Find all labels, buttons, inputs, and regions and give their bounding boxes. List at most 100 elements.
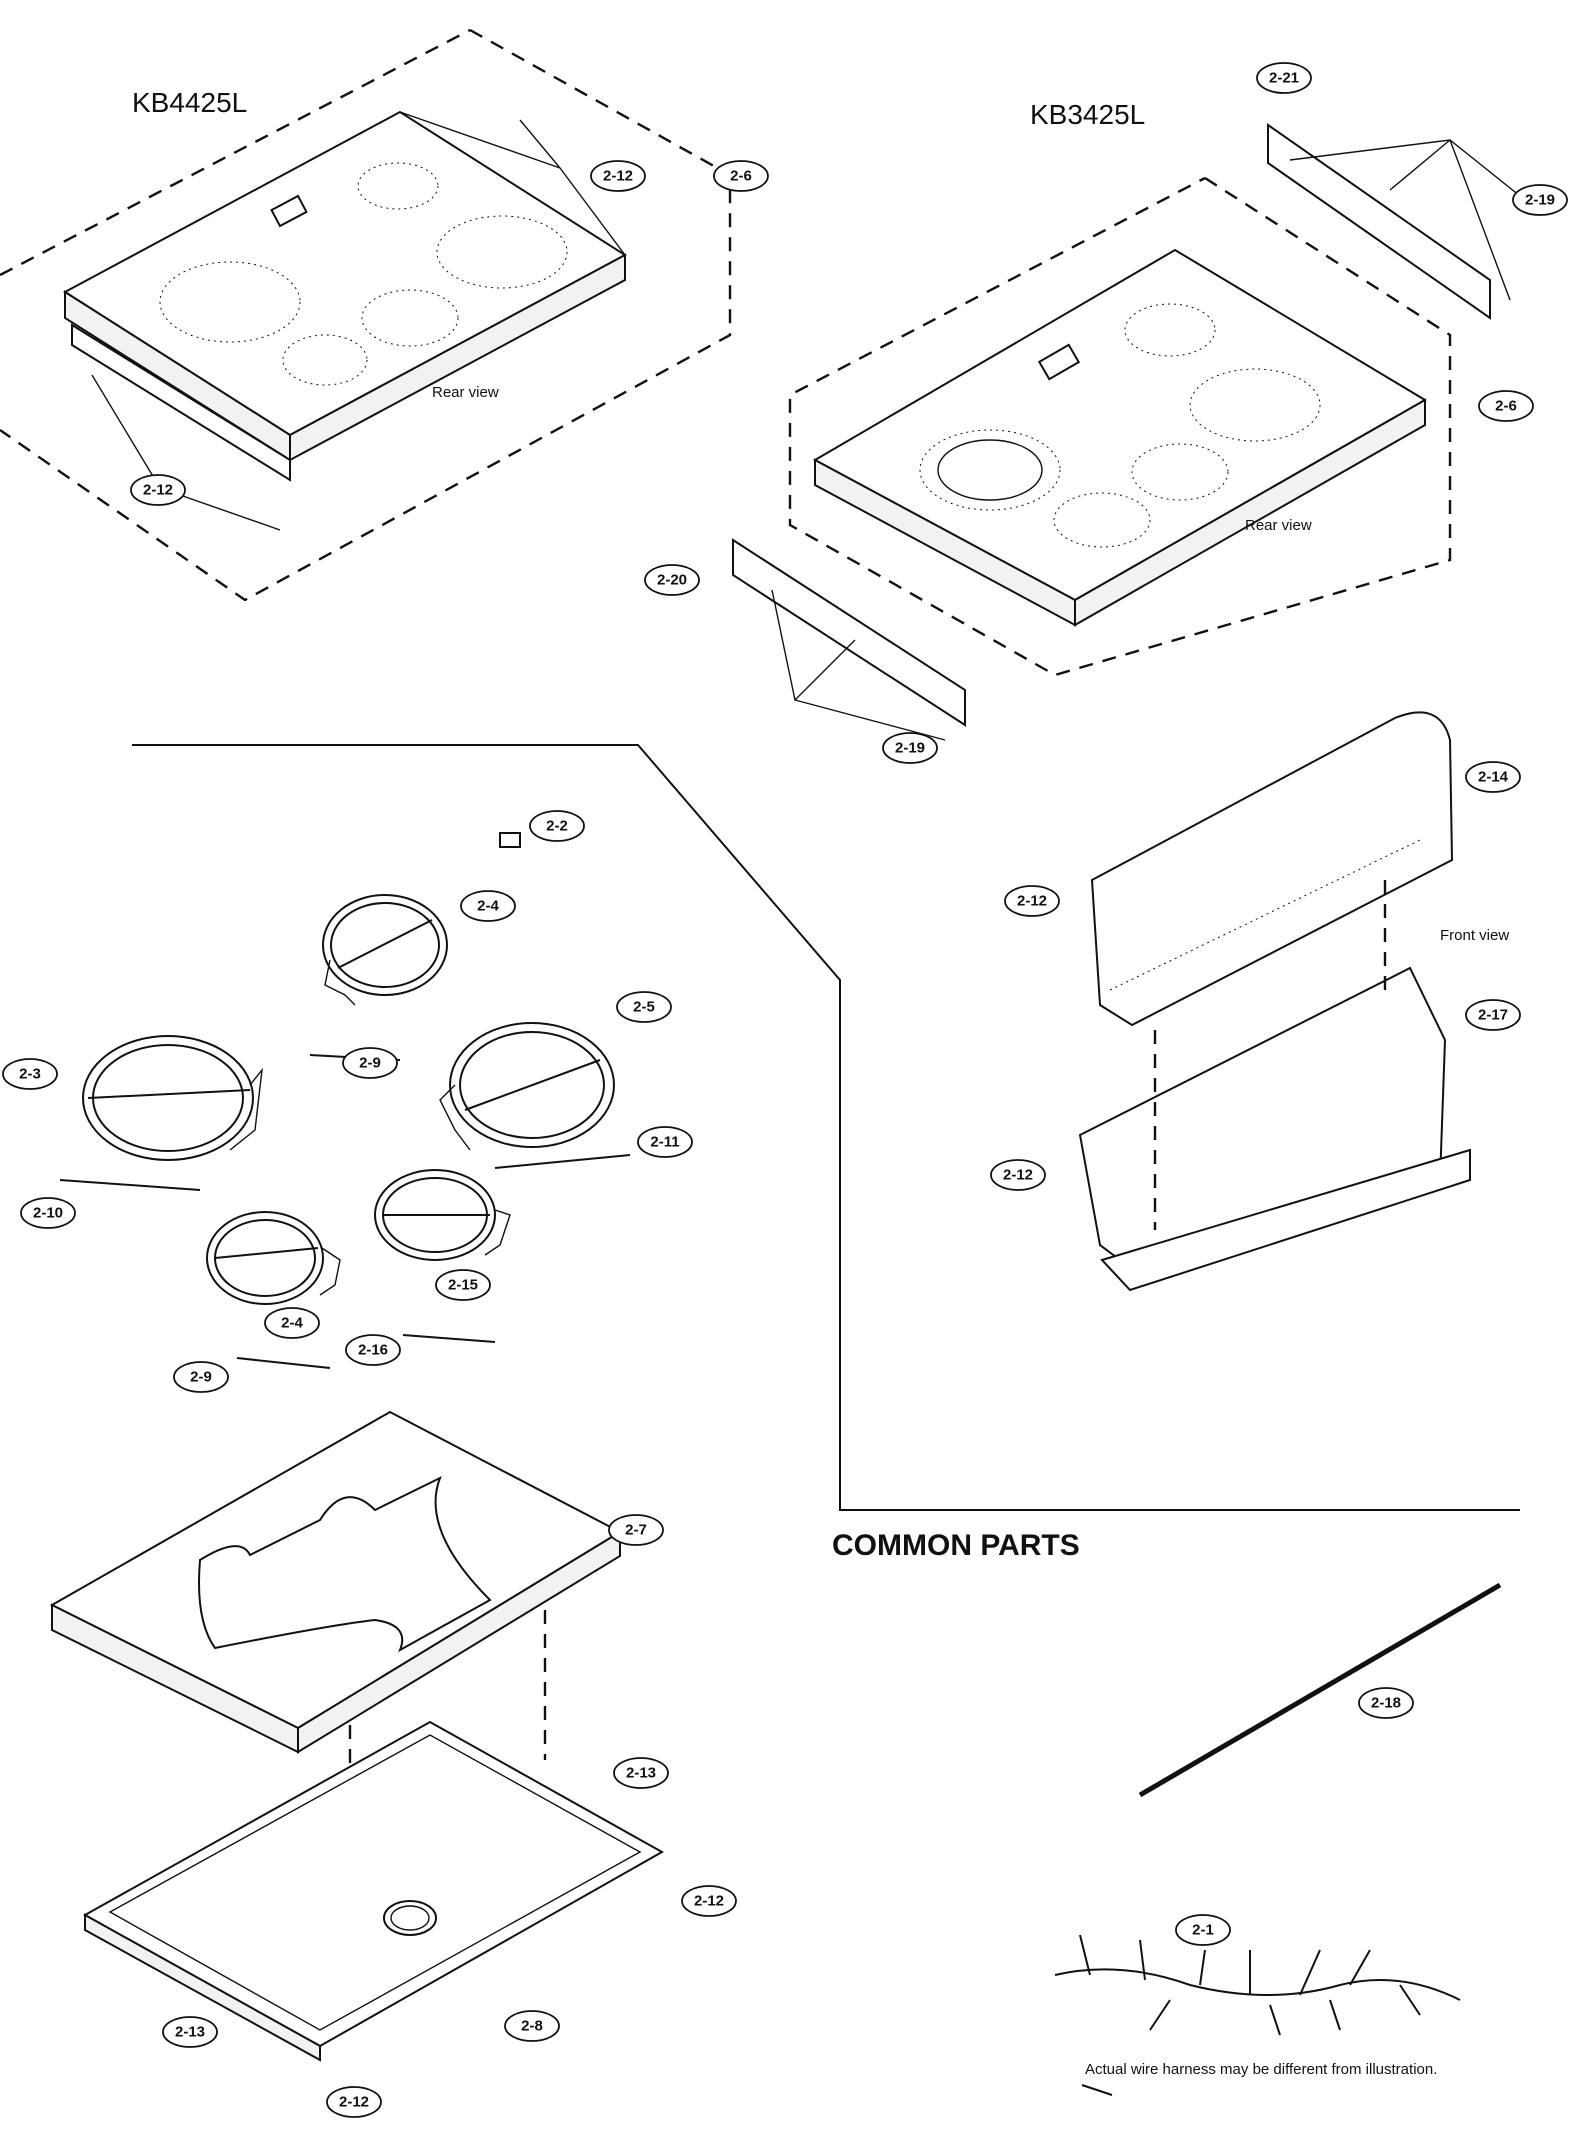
callout-2-11: 2-11 bbox=[637, 1126, 693, 1158]
callout-2-4: 2-4 bbox=[264, 1307, 320, 1339]
strip-2-18 bbox=[1138, 1582, 1502, 1798]
trim-2-20 bbox=[732, 538, 966, 741]
callout-bubble bbox=[460, 890, 516, 922]
element-circle bbox=[1053, 492, 1151, 548]
callout-bubble bbox=[1358, 1687, 1414, 1719]
callout-2-12: 2-12 bbox=[681, 1885, 737, 1917]
callout-2-2: 2-2 bbox=[529, 810, 585, 842]
callout-bubble bbox=[173, 1361, 229, 1393]
element-circle bbox=[436, 215, 568, 289]
callout-bubble bbox=[613, 1757, 669, 1789]
callout-bubble bbox=[590, 160, 646, 192]
element-circle bbox=[1189, 368, 1321, 442]
connector-strip bbox=[494, 1154, 631, 1169]
callout-bubble bbox=[1465, 761, 1521, 793]
callout-label: 2-17 bbox=[1478, 1007, 1508, 1024]
callout-bubble bbox=[608, 1514, 664, 1546]
callout-bubble bbox=[882, 732, 938, 764]
element-circle bbox=[1124, 303, 1216, 357]
element-circle bbox=[1131, 443, 1229, 501]
connector-strip bbox=[402, 1334, 496, 1343]
callout-label: 2-12 bbox=[603, 168, 633, 185]
callout-bubble bbox=[435, 1269, 491, 1301]
callout-label: 2-8 bbox=[521, 2018, 543, 2035]
model-label-kb4425l: KB4425L bbox=[132, 87, 247, 118]
callout-label: 2-6 bbox=[1495, 398, 1517, 415]
callout-2-8: 2-8 bbox=[504, 2010, 560, 2042]
callout-bubble bbox=[342, 1047, 398, 1079]
callout-2-16: 2-16 bbox=[345, 1334, 401, 1366]
callout-2-4: 2-4 bbox=[460, 890, 516, 922]
common-parts-boundary bbox=[132, 744, 1520, 1511]
callout-2-12: 2-12 bbox=[590, 160, 646, 192]
callout-label: 2-5 bbox=[633, 999, 655, 1016]
callout-label: 2-11 bbox=[650, 1134, 679, 1151]
callout-label: 2-4 bbox=[281, 1315, 303, 1332]
callout-bubble bbox=[345, 1334, 401, 1366]
callout-label: 2-9 bbox=[359, 1055, 381, 1072]
callout-label: 2-19 bbox=[895, 740, 925, 757]
callout-label: 2-4 bbox=[477, 898, 499, 915]
callout-label: 2-12 bbox=[1003, 1167, 1033, 1184]
callout-bubble bbox=[1512, 184, 1568, 216]
cooktop-kb3425l: Rear view bbox=[788, 176, 1452, 677]
callout-2-12: 2-12 bbox=[326, 2086, 382, 2118]
callout-2-6: 2-6 bbox=[1478, 390, 1534, 422]
callout-2-21: 2-21 bbox=[1256, 62, 1312, 94]
callout-bubble bbox=[637, 1126, 693, 1158]
callout-bubble bbox=[644, 564, 700, 596]
callout-2-20: 2-20 bbox=[644, 564, 700, 596]
callout-2-3: 2-3 bbox=[2, 1058, 58, 1090]
burner-element-2-3 bbox=[82, 1035, 263, 1161]
common-parts-heading: COMMON PARTS bbox=[832, 1529, 1080, 1562]
callout-bubble bbox=[1004, 885, 1060, 917]
element-circle bbox=[919, 429, 1061, 511]
callout-label: 2-12 bbox=[694, 1893, 724, 1910]
callout-group: 2-12 2-6 2-12 2-21 2-19 2-6 2-20 2-19 2-2 2-4 2-5 2… bbox=[2, 62, 1568, 2118]
callout-label: 2-16 bbox=[358, 1342, 388, 1359]
callout-bubble bbox=[990, 1159, 1046, 1191]
callout-bubble bbox=[1175, 1914, 1231, 1946]
model-label-kb3425l: KB3425L bbox=[1030, 99, 1145, 130]
front-bracket-2-17 bbox=[1078, 880, 1471, 1292]
callout-bubble bbox=[1465, 999, 1521, 1031]
callout-label: 2-15 bbox=[448, 1277, 478, 1294]
callout-bubble bbox=[264, 1307, 320, 1339]
callout-bubble bbox=[529, 810, 585, 842]
callout-label: 2-12 bbox=[1017, 893, 1047, 910]
callout-bubble bbox=[1478, 390, 1534, 422]
callout-label: 2-2 bbox=[546, 818, 568, 835]
callout-2-12: 2-12 bbox=[130, 474, 186, 506]
rear-view-label: Rear view bbox=[432, 384, 499, 401]
callout-label: 2-1 bbox=[1192, 1922, 1214, 1939]
callout-2-6: 2-6 bbox=[713, 160, 769, 192]
element-circle bbox=[357, 162, 439, 210]
callout-label: 2-14 bbox=[1478, 769, 1509, 786]
cooktop-kb4425l: Rear view bbox=[0, 28, 732, 602]
callout-2-19: 2-19 bbox=[1512, 184, 1568, 216]
burner-element-2-15 bbox=[374, 1169, 511, 1261]
callout-2-19: 2-19 bbox=[882, 732, 938, 764]
control-window bbox=[1037, 343, 1081, 381]
callout-bubble bbox=[162, 2016, 218, 2048]
harness-note: Actual wire harness may be different fro… bbox=[1085, 2061, 1437, 2078]
kb3425l-group-outline bbox=[788, 176, 1452, 677]
element-circle bbox=[282, 334, 368, 386]
callout-label: 2-12 bbox=[143, 482, 173, 499]
callout-label: 2-9 bbox=[190, 1369, 212, 1386]
callout-label: 2-19 bbox=[1525, 192, 1555, 209]
callout-bubble bbox=[2, 1058, 58, 1090]
callout-bubble bbox=[681, 1885, 737, 1917]
insulation-2-7 bbox=[49, 1410, 623, 1754]
connector-strip bbox=[236, 1357, 331, 1369]
callout-2-13: 2-13 bbox=[613, 1757, 669, 1789]
callout-bubble bbox=[616, 991, 672, 1023]
kb4425l-group-outline bbox=[0, 28, 732, 602]
callout-label: 2-7 bbox=[625, 1522, 647, 1539]
callout-bubble bbox=[20, 1197, 76, 1229]
callout-label: 2-3 bbox=[19, 1066, 41, 1083]
callout-2-7: 2-7 bbox=[608, 1514, 664, 1546]
callout-2-9: 2-9 bbox=[342, 1047, 398, 1079]
callout-2-13: 2-13 bbox=[162, 2016, 218, 2048]
